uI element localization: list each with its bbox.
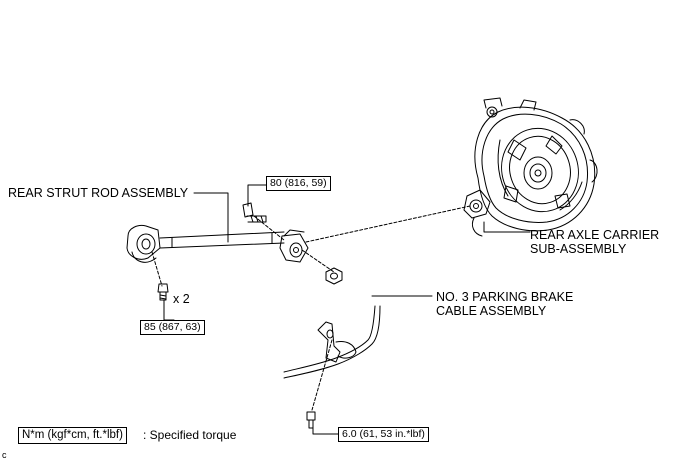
torque-cable-bolt: 6.0 (61, 53 in.*lbf) bbox=[338, 427, 429, 442]
cable-bolt-drawing bbox=[306, 411, 316, 429]
alignment-lines bbox=[151, 205, 471, 411]
label-parking-cable: NO. 3 PARKING BRAKE bbox=[436, 290, 574, 304]
figure-code: C bbox=[2, 450, 7, 460]
label-rear-axle-carrier-2: SUB-ASSEMBLY bbox=[530, 242, 627, 256]
label-rear-axle-carrier: REAR AXLE CARRIER bbox=[530, 228, 660, 242]
legend-description: : Specified torque bbox=[143, 428, 237, 442]
inner-bolt-drawing bbox=[157, 283, 169, 301]
rear-strut-rod-drawing bbox=[126, 225, 309, 263]
torque-inner-bolts: 85 (867, 63) bbox=[140, 320, 205, 335]
rear-axle-carrier-drawing bbox=[463, 97, 598, 237]
torque-outer-bolt: 80 (816, 59) bbox=[266, 176, 331, 191]
legend-unit-box: N*m (kgf*cm, ft.*lbf) bbox=[18, 427, 127, 444]
label-bolt-quantity: x 2 bbox=[173, 292, 190, 306]
outer-bolt-drawing bbox=[242, 202, 267, 223]
parking-brake-cable-drawing bbox=[283, 305, 381, 379]
outer-nut-drawing bbox=[325, 267, 343, 285]
label-rear-strut-rod: REAR STRUT ROD ASSEMBLY bbox=[8, 186, 189, 200]
label-parking-cable-2: CABLE ASSEMBLY bbox=[436, 304, 547, 318]
